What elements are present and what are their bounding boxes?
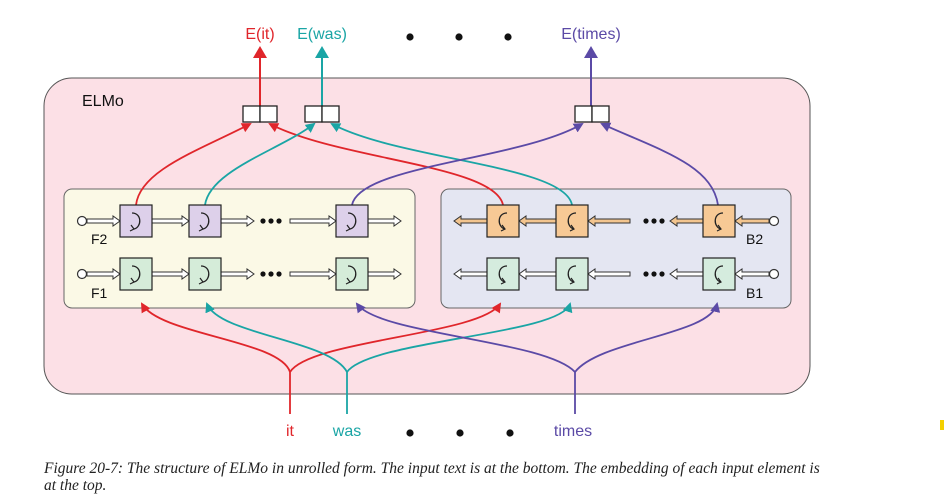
embedding-box-was [304,105,340,123]
b1-arrow-3 [518,268,557,280]
f1-arrow-out [367,268,402,280]
curve-input-was-forward [205,302,348,373]
curve-f2-times [351,122,584,206]
f2-arrow-in [86,215,121,227]
f2-arrow-1 [151,215,190,227]
b2-start [768,215,780,227]
f1-arrow-1 [151,268,190,280]
layer-cells [119,204,736,291]
layer-label-b2: B2 [746,231,763,247]
elmo-box [43,77,811,395]
curve-b2-it [268,123,504,206]
curve-input-it-forward [140,302,291,373]
b1-cell-1 [486,257,520,291]
b2-arrow-2 [587,215,631,227]
f1-arrow-in [86,268,121,280]
f1-dots [260,271,282,277]
b2-cell-3 [702,204,736,238]
f2-arrow-2 [220,215,255,227]
output-label-was: E(was) [297,26,347,43]
b1-arrow-in [734,268,770,280]
f2-cell-3 [335,204,369,238]
figure-caption: Figure 20-7: The structure of ELMo in un… [44,460,820,494]
layer-label-f2: F2 [91,231,108,247]
layer-connectors [76,215,780,280]
curve-input-times-forward [355,302,576,373]
f1-arrow-3 [289,268,337,280]
curve-input-times-backward [574,302,721,373]
input-label-it: it [286,423,295,440]
b1-start [768,268,780,280]
layer-label-b1: B1 [746,285,763,301]
curve-f2-it [135,123,252,206]
edge-mark [940,420,944,430]
output-label-it: E(it) [245,26,274,43]
elmo-label: ELMo [82,93,124,110]
f1-cell-1 [119,257,153,291]
b2-arrow-3 [518,215,557,227]
b1-arrow-1 [669,268,704,280]
curve-input-it-backward [289,302,502,373]
input-label-times: times [554,423,592,440]
b1-cell-2 [555,257,589,291]
output-label-times: E(times) [561,26,621,43]
b1-cell-3 [702,257,736,291]
input-label-was: was [332,423,361,440]
curve-b2-was [330,123,573,206]
embedding-box-it [242,105,278,123]
b1-dots [643,271,665,277]
f2-arrow-3 [289,215,337,227]
f1-arrow-2 [220,268,255,280]
b2-cell-1 [486,204,520,238]
b2-arrow-1 [669,215,704,227]
f2-cell-2 [188,204,222,238]
f2-cell-1 [119,204,153,238]
bottom-ellipsis [406,429,514,437]
top-ellipsis [406,33,512,41]
curve-b2-times [600,122,719,206]
f2-arrow-out [367,215,402,227]
curve-f2-was [204,122,316,206]
b1-arrow-out [453,268,488,280]
f1-cell-3 [335,257,369,291]
b2-dots [643,218,665,224]
f2-start [76,215,88,227]
b1-arrow-2 [587,268,631,280]
b2-arrow-out [453,215,488,227]
b2-cell-2 [555,204,589,238]
layer-label-f1: F1 [91,285,108,301]
f2-dots [260,218,282,224]
embedding-box-times [574,105,610,123]
f1-start [76,268,88,280]
b2-arrow-in [734,215,770,227]
f1-cell-2 [188,257,222,291]
